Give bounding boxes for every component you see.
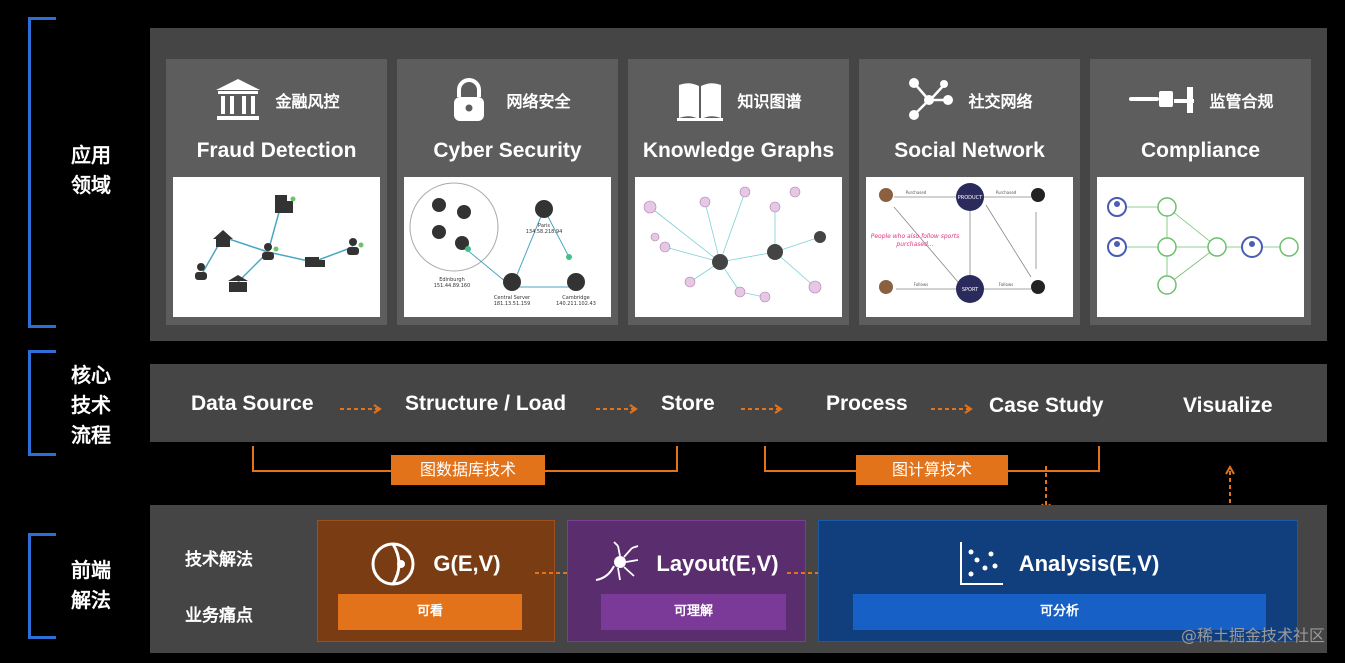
label-cambridge: Cambridge <box>562 295 589 301</box>
label-central-ip: 181.13.51.159 <box>494 301 531 307</box>
card-title-zh: 社交网络 <box>968 92 1033 111</box>
frontend-box-layout: Layout(E,V) 可理解 <box>567 520 806 642</box>
pain-point-badge: 可看 <box>338 594 522 630</box>
card-title-en: Compliance <box>1140 139 1261 162</box>
edge-purchased-2: Purchased <box>996 190 1017 195</box>
label-edinburgh-ip: 151.44.89.160 <box>434 283 471 289</box>
padlock-icon <box>454 78 485 121</box>
application-bracket <box>28 17 56 328</box>
core-bracket <box>28 350 56 456</box>
label-central: Central Server <box>494 295 531 301</box>
pipeline-step-data-source: Data Source <box>191 392 314 415</box>
network-icon <box>909 78 954 120</box>
edge-follows-1: Follows <box>914 282 929 287</box>
card-title-en: Knowledge Graphs <box>642 139 835 162</box>
label-cambridge-ip: 140.211.102.43 <box>556 301 596 307</box>
section-label-application: 应用 领域 <box>71 143 111 197</box>
row-label-pain-points: 业务痛点 <box>185 606 253 626</box>
graph-compute-tag: 图计算技术 <box>856 455 1008 485</box>
card-social-network: 社交网络 Social Network PRODUCT SPORT Purcha… <box>859 59 1080 325</box>
pipeline-step-structure-load: Structure / Load <box>405 392 567 415</box>
social-note: People who also follow sports purchased.… <box>870 233 960 248</box>
card-title-zh: 网络安全 <box>506 92 571 111</box>
dashed-arrow-icon <box>741 401 785 414</box>
dashed-arrow-icon <box>340 401 384 414</box>
frontend-box-analysis: Analysis(E,V) 可分析 <box>818 520 1298 642</box>
edge-purchased-1: Purchased <box>906 190 927 195</box>
eye-icon <box>371 542 415 586</box>
card-compliance: 监管合规 Compliance <box>1090 59 1311 325</box>
pain-point-badge: 可分析 <box>853 594 1266 630</box>
dashed-arrow-icon <box>596 401 640 414</box>
fraud-graph-thumbnail <box>173 177 380 317</box>
label-paris-ip: 134.58.218.94 <box>526 229 563 235</box>
cyber-network-thumbnail: Paris 134.58.218.94 Edinburgh 151.44.89.… <box>404 177 611 317</box>
edge-follows-2: Follows <box>999 282 1014 287</box>
label-paris: Paris <box>538 223 550 229</box>
node-sport: SPORT <box>962 287 979 293</box>
pipeline-panel <box>150 364 1327 442</box>
frontend-box-title: Analysis(E,V) <box>1018 551 1160 576</box>
book-icon <box>677 83 724 121</box>
neuron-icon <box>596 541 639 581</box>
dashed-arrow-icon <box>931 401 975 414</box>
pipeline-step-visualize: Visualize <box>1183 394 1273 417</box>
pipeline-step-process: Process <box>826 392 908 415</box>
pipeline-step-store: Store <box>661 392 715 415</box>
watermark: @稀土掘金技术社区 <box>1180 626 1325 645</box>
section-label-frontend: 前端 解法 <box>71 558 111 612</box>
card-title-zh: 知识图谱 <box>737 92 802 111</box>
pipeline-step-case-study: Case Study <box>989 394 1104 417</box>
section-label-core: 核心 技术 流程 <box>71 363 111 447</box>
frontend-bracket <box>28 533 56 639</box>
gavel-icon <box>1129 87 1195 113</box>
pain-point-badge: 可理解 <box>601 594 786 630</box>
compliance-flow-thumbnail <box>1097 177 1304 317</box>
card-title-zh: 金融风控 <box>275 92 340 111</box>
knowledge-graph-thumbnail <box>635 177 842 317</box>
label-edinburgh: Edinburgh <box>439 277 465 283</box>
node-product: PRODUCT <box>958 195 983 201</box>
social-graph-thumbnail: PRODUCT SPORT Purchased Purchased Follow… <box>866 177 1073 317</box>
frontend-box-title: G(E,V) <box>433 551 501 576</box>
card-knowledge-graphs: 知识图谱 Knowledge Graphs <box>628 59 849 325</box>
graph-database-tag: 图数据库技术 <box>391 455 545 485</box>
bank-icon <box>216 79 261 120</box>
card-title-en: Social Network <box>894 139 1045 162</box>
frontend-box-title: Layout(E,V) <box>656 551 779 576</box>
card-cyber-security: 网络安全 Cyber Security Paris 134.58.218.94 … <box>397 59 618 325</box>
frontend-box-render: G(E,V) 可看 <box>317 520 555 642</box>
scatter-icon <box>959 542 1003 585</box>
card-title-zh: 监管合规 <box>1209 92 1274 111</box>
row-label-technical: 技术解法 <box>185 550 253 570</box>
card-title-en: Fraud Detection <box>196 139 357 162</box>
card-title-en: Cyber Security <box>433 139 582 162</box>
card-fraud-detection: 金融风控 Fraud Detection <box>166 59 387 325</box>
